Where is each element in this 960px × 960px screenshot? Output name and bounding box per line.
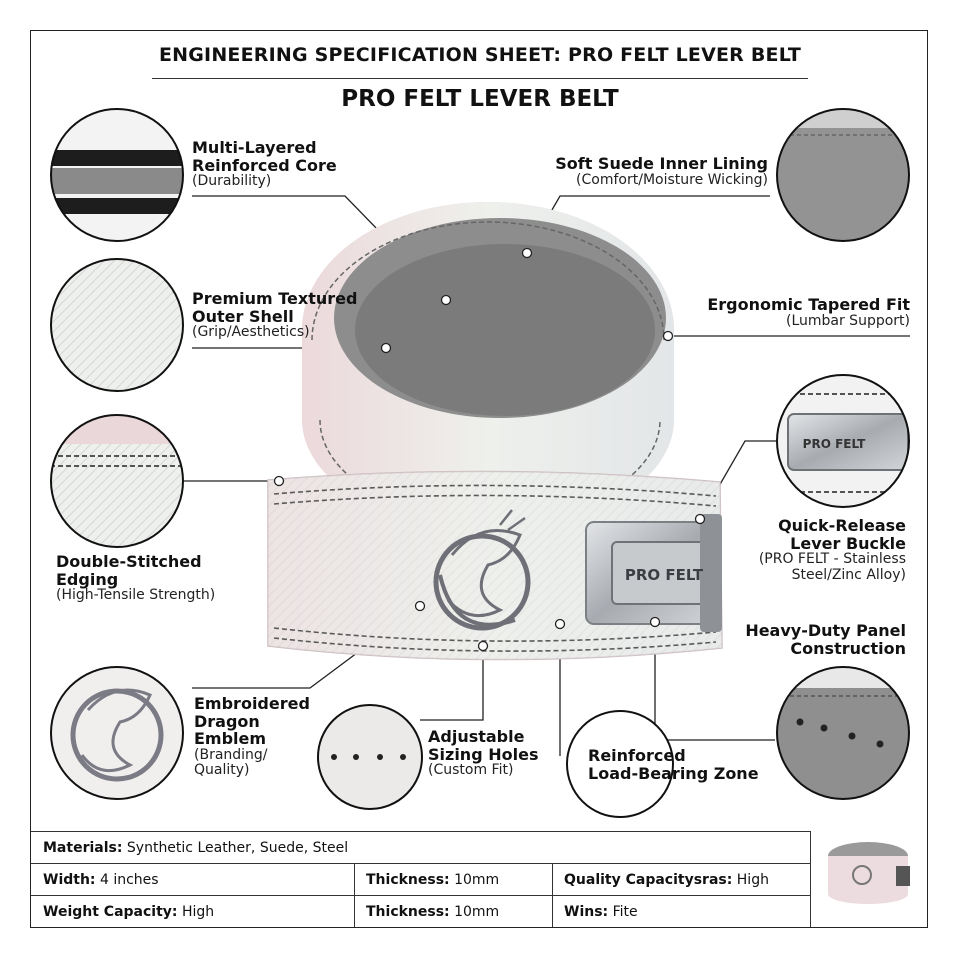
callout-taper: Ergonomic Tapered Fit (Lumbar Support) — [707, 295, 910, 329]
callout-stitch: Double-Stitched Edging (High-Tensile Str… — [56, 552, 216, 604]
spec-row-3: Weight Capacity: High Thickness: 10mm Wi… — [31, 895, 811, 928]
callout-zone: Reinforced Load-Bearing Zone — [588, 746, 759, 783]
callout-core: Multi-Layered Reinforced Core (Durabilit… — [192, 138, 337, 190]
spec-wins: Wins: Fite — [564, 904, 638, 920]
spec-divider-2 — [552, 863, 553, 927]
detail-shell — [50, 258, 184, 392]
detail-stitch — [50, 414, 184, 548]
spec-materials: Materials: Synthetic Leather, Suede, Ste… — [43, 840, 349, 856]
spec-weight: Weight Capacity: High — [43, 904, 215, 920]
callout-dragon: Embroidered Dragon Emblem (Branding/ Qua… — [194, 694, 310, 779]
product-title: PRO FELT LEVER BELT — [341, 86, 619, 112]
spec-table: Materials: Synthetic Leather, Suede, Ste… — [31, 831, 927, 927]
detail-buckle: PRO FELT — [776, 374, 910, 508]
spec-divider-3 — [810, 831, 811, 927]
spec-width: Width: 4 inches — [43, 872, 159, 888]
spec-divider-1 — [354, 863, 355, 927]
sheet-title: ENGINEERING SPECIFICATION SHEET: PRO FEL… — [158, 44, 802, 66]
upper-belt-coil — [302, 202, 674, 530]
inset-buckle-text: PRO FELT — [803, 437, 866, 451]
spec-thickness-2: Thickness: 10mm — [366, 904, 500, 920]
dragon-emblem — [433, 509, 531, 631]
spec-row-2: Width: 4 inches Thickness: 10mm Quality … — [31, 863, 811, 896]
callout-suede: Soft Suede Inner Lining (Comfort/Moistur… — [555, 154, 768, 188]
detail-suede — [776, 108, 910, 242]
detail-panel — [776, 666, 910, 800]
spec-row-materials: Materials: Synthetic Leather, Suede, Ste… — [31, 831, 811, 864]
callout-holes: Adjustable Sizing Holes (Custom Fit) — [428, 727, 539, 779]
callout-panel: Heavy-Duty Panel Construction — [745, 621, 906, 658]
callout-shell: Premium Textured Outer Shell (Grip/Aesth… — [192, 289, 358, 341]
title-divider — [152, 78, 808, 79]
belt-thumbnail — [828, 842, 910, 904]
detail-holes — [317, 704, 423, 810]
anchor-dots — [273, 247, 706, 652]
detail-zone-circle — [566, 710, 674, 818]
spec-quality: Quality Capacitysras: High — [564, 872, 769, 888]
buckle-brand-text: PRO FELT — [625, 566, 704, 584]
detail-dragon — [50, 666, 184, 800]
lever-buckle: PRO FELT — [585, 514, 722, 632]
spec-thickness-1: Thickness: 10mm — [366, 872, 500, 888]
callout-buckle: Quick-Release Lever Buckle (PRO FELT - S… — [758, 516, 906, 583]
detail-core — [50, 108, 184, 242]
